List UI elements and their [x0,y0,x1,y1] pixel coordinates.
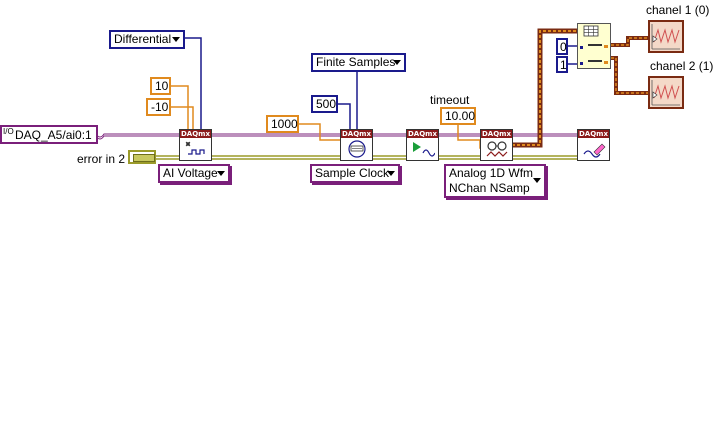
max-value-constant[interactable]: 10 [150,77,171,95]
error-in-terminal[interactable] [128,150,156,164]
daqmx-timing-icon [348,140,366,158]
sample-mode-ring[interactable]: Finite Samples [311,53,406,72]
create-channel-type-value: AI Voltage [163,166,218,180]
timeout-label: timeout [430,93,470,107]
min-value-wire[interactable] [170,106,194,135]
chevron-down-icon [393,60,401,65]
waveform-graph-icon [651,24,680,50]
io-icon: I/O [3,127,14,136]
daqmx-badge: DAQmx [180,130,211,138]
daqmx-create-channel-icon [185,141,205,155]
index-1-constant[interactable]: 1 [556,56,568,73]
daqmx-read-icon [486,141,508,157]
samples-per-channel-value: 500 [316,97,337,111]
daqmx-badge: DAQmx [341,130,372,138]
index-1-value: 1 [560,58,567,72]
daqmx-badge: DAQmx [481,130,512,138]
error-wire[interactable] [156,155,577,160]
daqmx-start-vi[interactable]: DAQmx [406,129,439,161]
sample-mode-value: Finite Samples [316,55,396,69]
daqmx-start-icon [413,142,435,157]
graph1-label: chanel 1 (0) [646,3,710,17]
read-type-ring[interactable]: Analog 1D Wfm NChan NSamp [444,164,546,198]
rate-wire[interactable] [298,123,340,141]
chevron-down-icon [387,171,395,176]
daqmx-badge: DAQmx [407,130,438,138]
index-0-constant[interactable]: 0 [556,38,568,55]
max-value-wire[interactable] [170,85,189,135]
create-channel-type-ring[interactable]: AI Voltage [158,164,230,183]
index-array-icon [580,25,608,65]
waveform-graph-chanel-1[interactable] [648,20,684,53]
terminal-config-value: Differential [114,32,172,46]
min-value: -10 [151,100,169,114]
read-type-line2: NChan NSamp [449,181,530,195]
daqmx-clear-icon [583,143,606,158]
samples-per-channel-wire[interactable] [337,103,351,134]
error-cluster-icon [133,154,155,162]
min-value-constant[interactable]: -10 [146,98,171,116]
channel-name: DAQ_A5/ai0:1 [15,128,92,142]
timing-type-ring[interactable]: Sample Clock [310,164,400,183]
chevron-down-icon [172,37,180,42]
error-in-label: error in 2 [77,152,126,166]
waveform-graph-chanel-2[interactable] [648,76,684,109]
read-type-line1: Analog 1D Wfm [449,166,534,180]
rate-value: 1000 [271,117,298,131]
terminal-config-ring[interactable]: Differential [109,30,185,49]
daqmx-badge: DAQmx [578,130,609,138]
timeout-value: 10.00 [445,109,476,123]
timeout-constant[interactable]: 10.00 [440,107,476,125]
timing-type-value: Sample Clock [315,166,390,180]
index-0-value: 0 [560,40,567,54]
index-array-node[interactable] [577,23,611,69]
samples-per-channel-constant[interactable]: 500 [311,95,338,113]
daqmx-timing-vi[interactable]: DAQmx [340,129,373,161]
task-channel-constant[interactable]: I/O DAQ_A5/ai0:1 [0,125,98,144]
waveform-graph-icon [651,80,680,106]
daqmx-clear-vi[interactable]: DAQmx [577,129,610,161]
daqmx-read-vi[interactable]: DAQmx [480,129,513,161]
chevron-down-icon [533,178,541,183]
terminal-config-wire[interactable] [184,37,202,135]
max-value: 10 [155,79,169,93]
waveform-array-wire[interactable] [512,28,648,148]
daqmx-create-channel-vi[interactable]: DAQmx [179,129,212,161]
rate-constant[interactable]: 1000 [266,115,299,133]
graph2-label: chanel 2 (1) [650,59,714,73]
chevron-down-icon [217,171,225,176]
